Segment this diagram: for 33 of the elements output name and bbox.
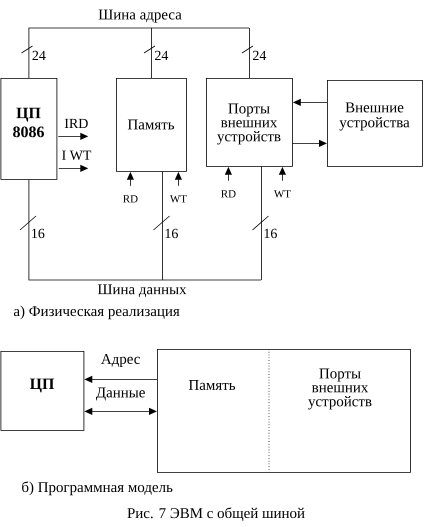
node-label: Порты внешних устройств [308, 368, 372, 410]
connector-line [261, 166, 262, 280]
block-box: Память [116, 78, 187, 172]
block-box: ЦП 8086 [0, 78, 58, 180]
connector-line [249, 28, 250, 78]
edge-label: 24 [155, 50, 168, 60]
block-box: ЦП [0, 351, 84, 431]
edge-label: 24 [32, 50, 46, 60]
edge-label: 24 [253, 50, 266, 60]
block-box: Порты внешних устройств [206, 78, 293, 167]
node-label: Память [188, 380, 236, 390]
bus-label: Шина адреса [98, 10, 182, 23]
edge-label: RD [221, 190, 236, 198]
connector-line [28, 179, 30, 280]
subfigure-label: б) Программная модель [22, 481, 172, 496]
edge-label: WT [274, 190, 291, 198]
edge-label: 16 [32, 228, 44, 238]
edge-label: Данные [96, 388, 145, 400]
block-box: Внешние устройства [327, 80, 423, 167]
connector-line [151, 28, 152, 78]
block-box: Память Порты внешних устройств [157, 349, 411, 473]
bus-label: Шина данных [98, 284, 186, 298]
connector-line [28, 28, 30, 78]
edge-label: Адрес [101, 354, 140, 367]
edge-label: 16 [166, 228, 178, 238]
edge-label: IRD [64, 118, 88, 128]
caption: Рис. 7 ЭВМ с общей шиной [127, 507, 305, 522]
connector-line [162, 171, 163, 280]
edge-label: WT [170, 195, 187, 203]
subfigure-label: а) Физическая реализация [14, 306, 180, 320]
edge-label: I WT [62, 150, 92, 160]
edge-label: 16 [264, 228, 277, 238]
edge-label: RD [123, 195, 138, 202]
